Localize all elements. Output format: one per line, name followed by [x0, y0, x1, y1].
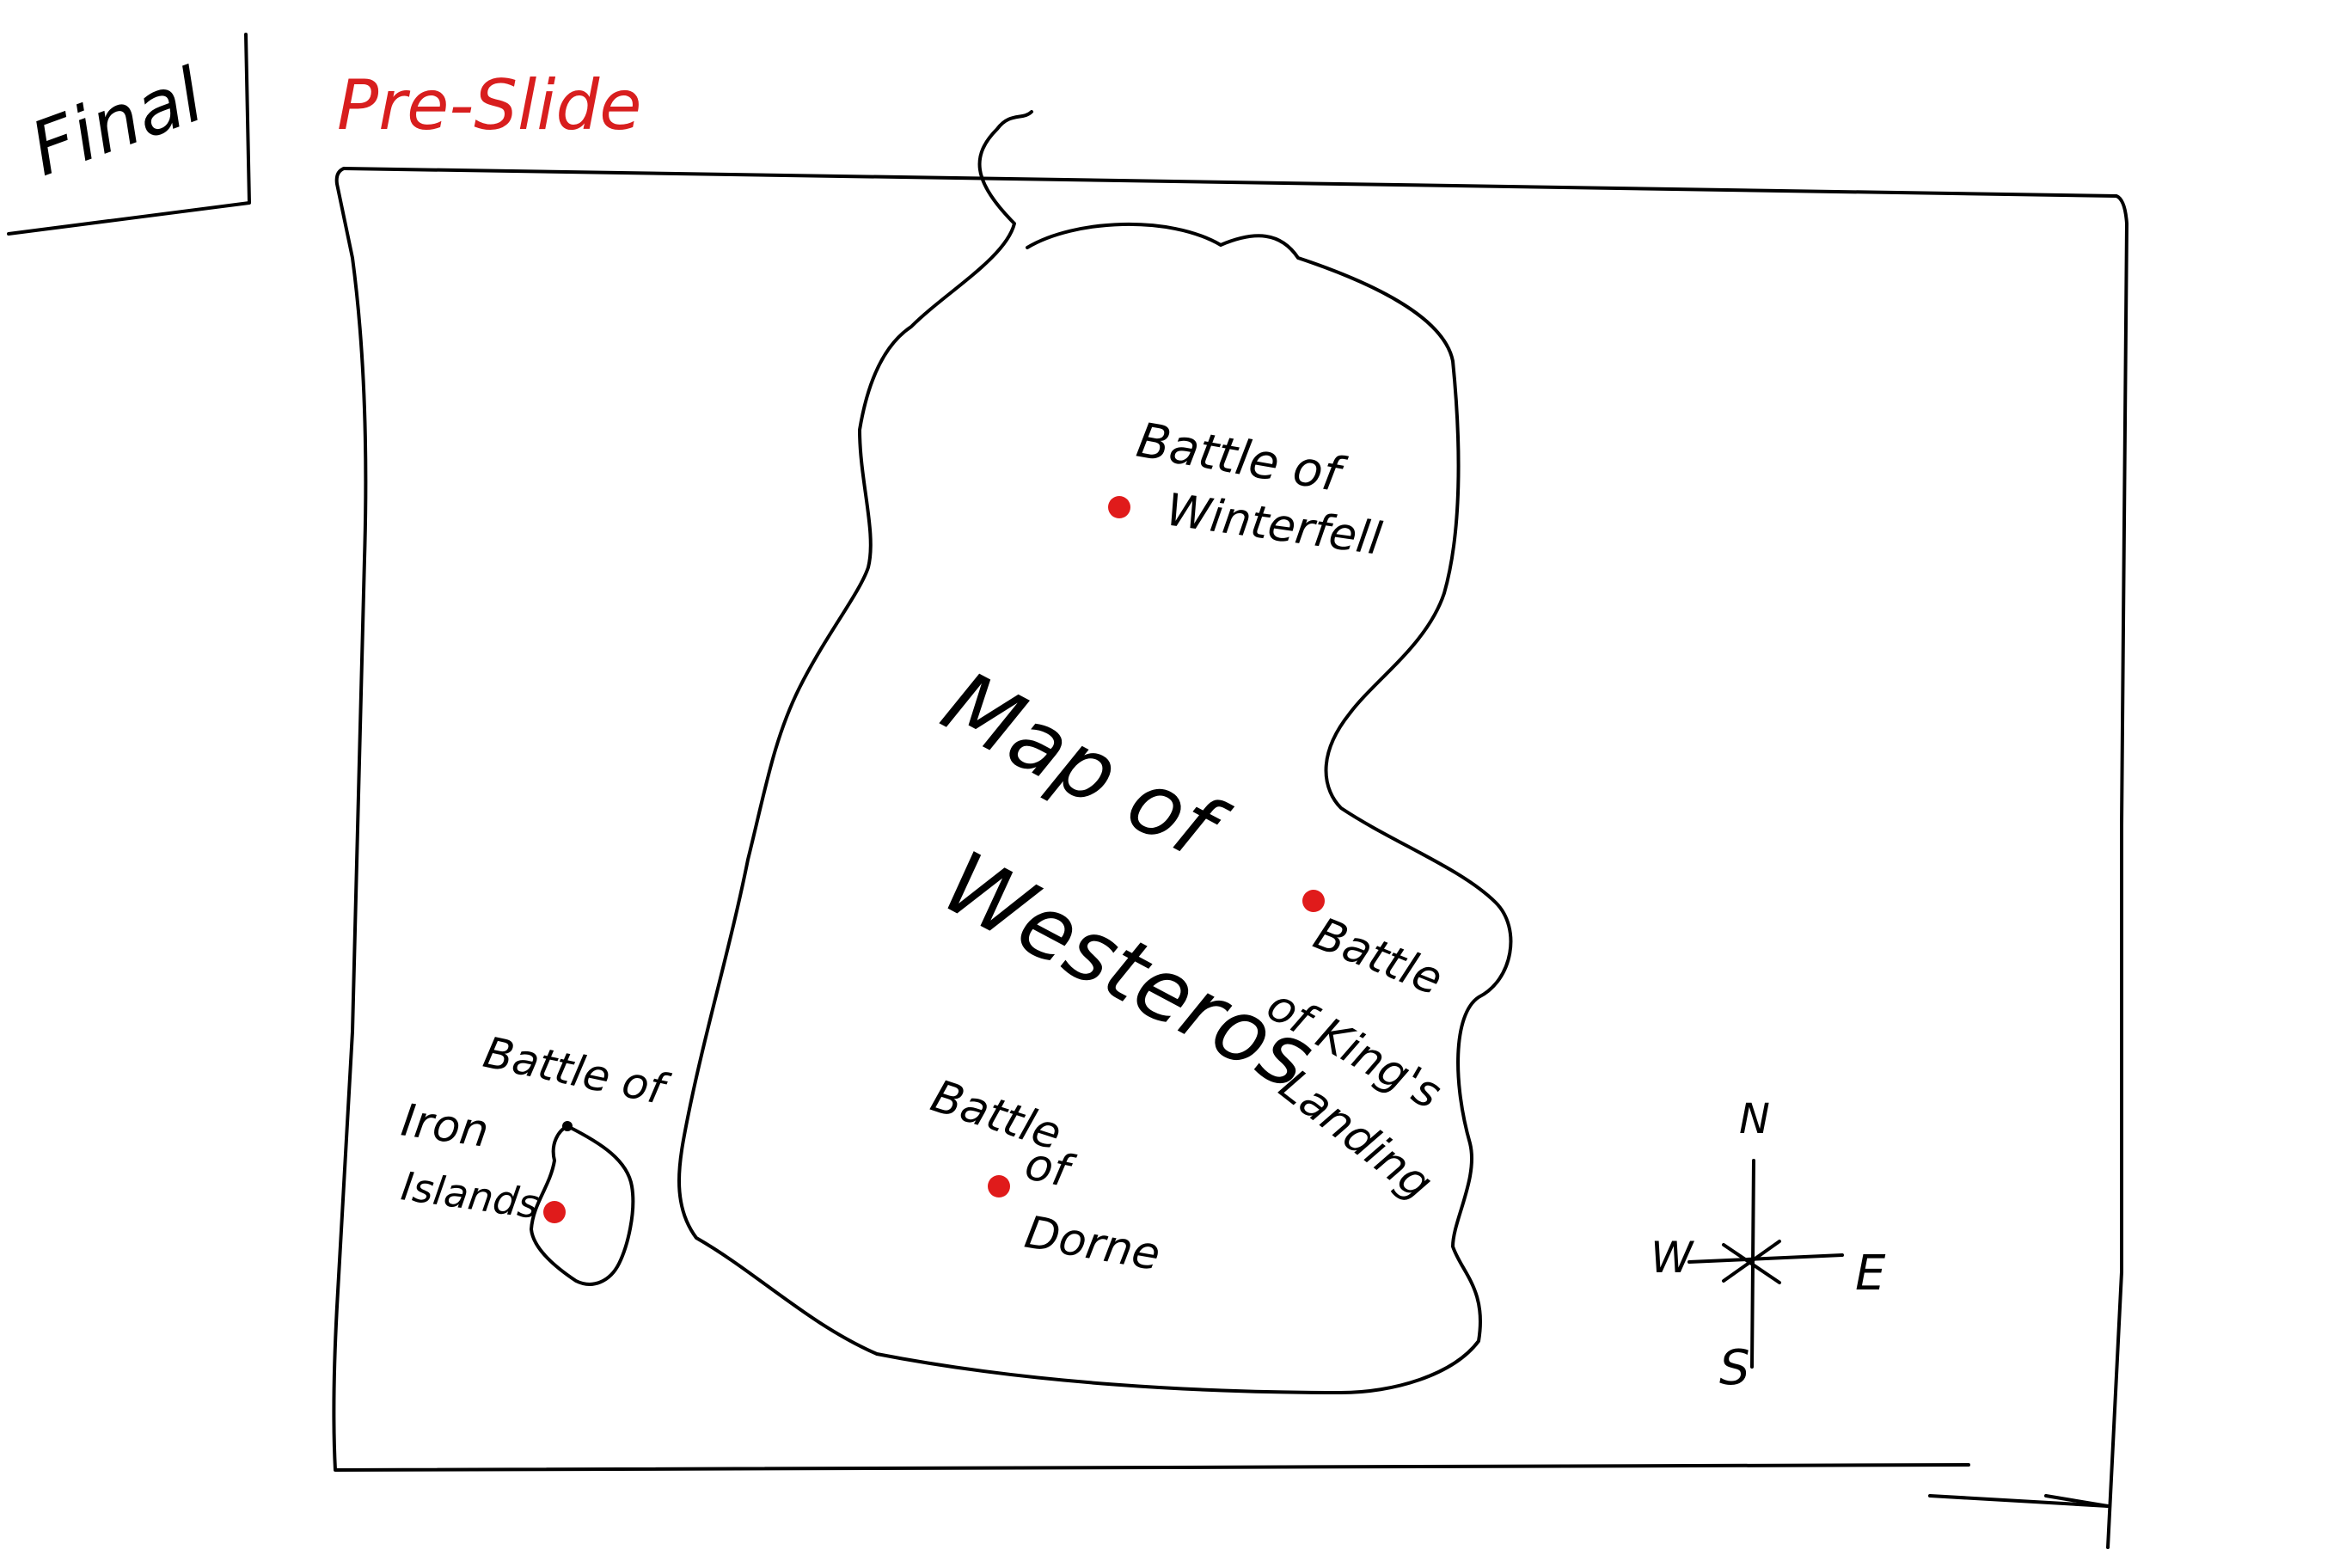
marker-iron-islands — [543, 1201, 566, 1223]
battle-winterfell: Battle of Winterfell — [1108, 413, 1385, 566]
compass-rose: N S E W — [1651, 1095, 1886, 1396]
marker-dorne — [988, 1175, 1010, 1197]
kings-landing-label-line1: Battle — [1307, 908, 1449, 1006]
final-tab: Final — [7, 33, 251, 236]
marker-kings-landing — [1302, 890, 1325, 912]
slide-frame — [332, 167, 2128, 1549]
winterfell-label-line1: Battle of — [1133, 413, 1351, 505]
marker-winterfell — [1108, 496, 1130, 518]
compass-center-cross — [1722, 1240, 1781, 1284]
compass-west: W — [1651, 1233, 1694, 1283]
iron-islands-name-line2: Islands — [398, 1162, 542, 1228]
map-title: Map of Westeros — [928, 652, 1330, 1110]
iron-islands-top-dot — [562, 1121, 573, 1131]
map-title-line2: Westeros — [928, 832, 1330, 1110]
winterfell-label-line2: Winterfell — [1163, 484, 1385, 566]
pre-slide-label: Pre-Slide — [337, 65, 641, 145]
dorne-label-line2: of — [1020, 1138, 1079, 1199]
compass-north: N — [1739, 1095, 1770, 1143]
compass-we-line — [1687, 1253, 1844, 1264]
dorne-label-line3: Dorne — [1021, 1207, 1164, 1282]
iron-islands-name-line1: Iron — [398, 1094, 492, 1158]
westeros-outline — [677, 110, 1513, 1394]
final-label: Final — [20, 52, 214, 193]
compass-east: E — [1855, 1246, 1886, 1302]
compass-south: S — [1719, 1340, 1750, 1396]
iron-islands-outline — [530, 1124, 635, 1286]
battle-dorne: Battle of Dorne — [925, 1070, 1164, 1281]
iron-islands-battle-label: Battle of — [480, 1027, 675, 1115]
